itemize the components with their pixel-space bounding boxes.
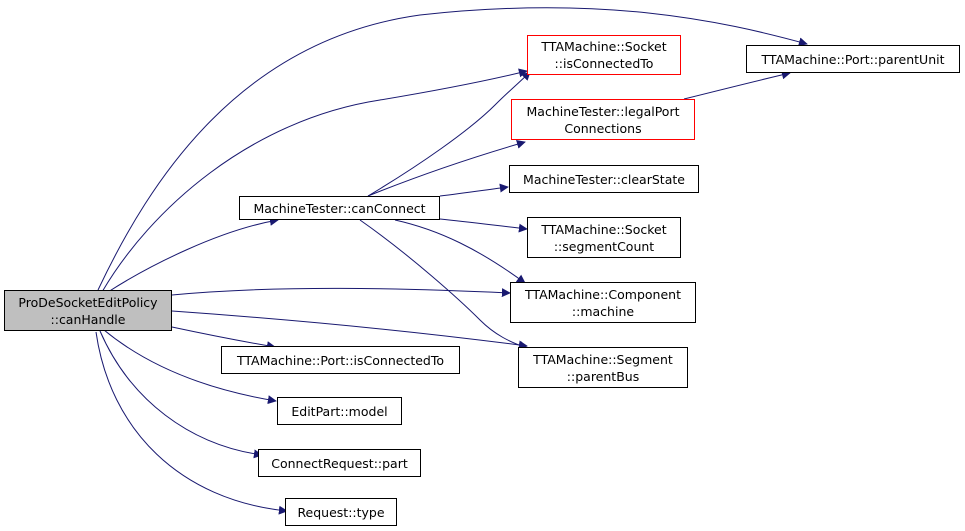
node-port-is-connected-to[interactable]: TTAMachine::Port::isConnectedTo — [221, 346, 460, 374]
node-label-line1: TTAMachine::Component — [525, 286, 681, 302]
edge-root-to-port-is-connected — [171, 326, 276, 351]
node-legal-port-connections[interactable]: MachineTester::legalPort Connections — [511, 99, 695, 140]
node-clear-state[interactable]: MachineTester::clearState — [509, 165, 699, 193]
node-label-line2: Connections — [564, 120, 642, 136]
node-machine-tester-can-connect[interactable]: MachineTester::canConnect — [239, 196, 440, 220]
node-socket-is-connected-to[interactable]: TTAMachine::Socket ::isConnectedTo — [527, 35, 681, 75]
edge-can-connect-to-clear-state — [439, 183, 509, 197]
node-label-line2: ::machine — [571, 303, 635, 319]
node-label: Request::type — [297, 504, 385, 520]
edge-can-connect-to-legal-port — [367, 139, 526, 197]
node-request-type[interactable]: Request::type — [285, 498, 397, 526]
node-label: TTAMachine::Port::parentUnit — [761, 51, 945, 67]
edge-root-to-request-type — [95, 331, 288, 515]
node-prode-socket-edit-policy-can-handle: ProDeSocketEditPolicy ::canHandle — [4, 290, 172, 331]
edge-can-connect-to-segment-parent-bus — [359, 219, 528, 350]
node-edit-part-model[interactable]: EditPart::model — [277, 397, 402, 425]
node-label: MachineTester::clearState — [523, 171, 685, 187]
node-label-line2: ::parentBus — [566, 368, 640, 384]
node-label-line1: MachineTester::legalPort — [526, 103, 680, 119]
node-port-parent-unit[interactable]: TTAMachine::Port::parentUnit — [746, 45, 960, 73]
edge-root-to-segment-parent-bus — [171, 310, 528, 350]
edge-can-connect-to-socket-is-connected — [367, 71, 531, 197]
node-segment-parent-bus[interactable]: TTAMachine::Segment ::parentBus — [518, 347, 688, 388]
node-component-machine[interactable]: TTAMachine::Component ::machine — [510, 282, 696, 323]
edge-legal-port-to-port-parent-unit — [683, 70, 791, 100]
edge-root-to-can-connect — [107, 216, 279, 293]
node-label: ConnectRequest::part — [271, 455, 408, 471]
edge-can-connect-to-segment-count — [439, 218, 528, 233]
node-label-line2: ::canHandle — [50, 311, 126, 327]
node-label: TTAMachine::Port::isConnectedTo — [236, 352, 445, 368]
node-label-line1: TTAMachine::Socket — [541, 39, 667, 54]
node-connect-request-part[interactable]: ConnectRequest::part — [258, 449, 421, 477]
edge-root-to-port-parent-unit — [97, 7, 808, 291]
node-label-line2: ::segmentCount — [553, 238, 655, 254]
node-label-line1: ProDeSocketEditPolicy — [18, 294, 158, 310]
edge-root-to-socket-is-connected — [101, 68, 528, 293]
node-label-line2: ::isConnectedTo — [554, 56, 654, 71]
edge-root-to-connect-req-part — [99, 330, 263, 459]
node-label: EditPart::model — [291, 403, 388, 419]
node-label-line1: TTAMachine::Socket — [541, 221, 667, 237]
node-label: MachineTester::canConnect — [253, 200, 426, 216]
edge-root-to-component-machine — [171, 287, 511, 298]
edge-can-connect-to-component-machine — [394, 219, 526, 284]
node-socket-segment-count[interactable]: TTAMachine::Socket ::segmentCount — [527, 217, 681, 258]
edge-root-to-edit-part-model — [103, 329, 277, 405]
node-label-line1: TTAMachine::Segment — [533, 351, 673, 367]
